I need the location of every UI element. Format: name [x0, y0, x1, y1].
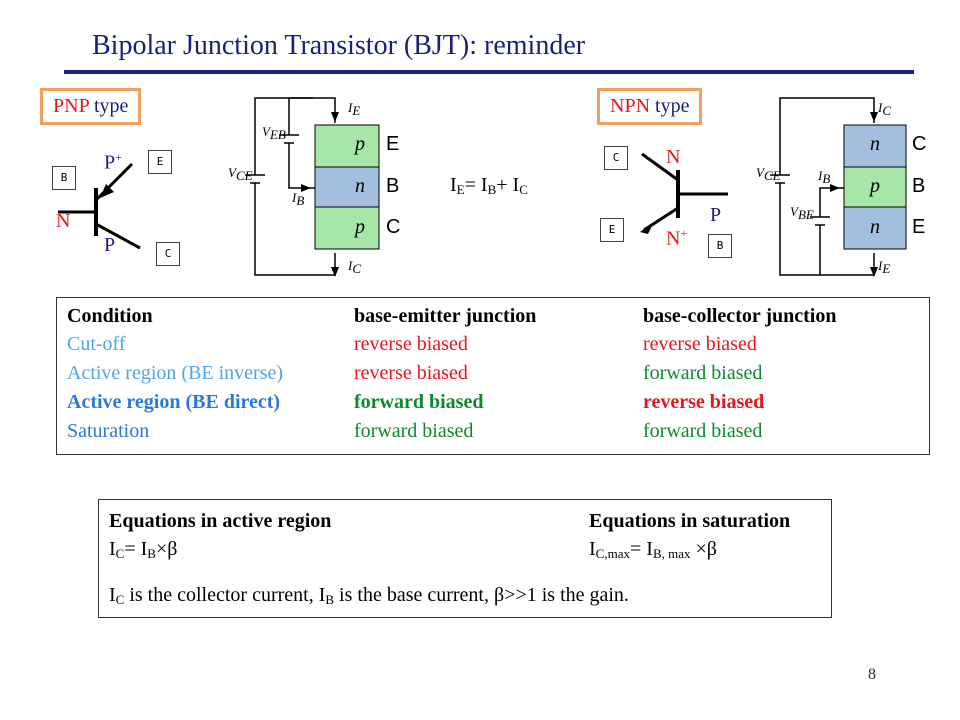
pnp-box-e: E: [148, 150, 172, 174]
pnp-symbol-top: P+: [104, 150, 122, 175]
header-bc-junction: base-collector junction: [643, 305, 837, 327]
current-relation: IE= IB+ IC: [450, 174, 528, 197]
npn-term-e: E: [912, 216, 926, 238]
npn-type-label: NPN type: [597, 88, 703, 125]
active-equation: IC= IB×β: [109, 538, 178, 561]
cell-condition: Saturation: [67, 420, 150, 442]
title-underline: [64, 70, 914, 74]
npn-symbol-bottom: N+: [666, 226, 687, 251]
pnp-p-top: P: [104, 151, 116, 174]
cell-condition: Active region (BE inverse): [67, 362, 284, 384]
saturation-heading: Equations in saturation: [589, 510, 791, 532]
npn-suffix: type: [650, 95, 690, 117]
conditions-table: Condition base-emitter junction base-col…: [56, 297, 930, 455]
npn-layer-3: n: [870, 216, 880, 238]
pnp-transistor-symbol: [58, 162, 141, 250]
npn-symbol-top: N: [666, 146, 681, 168]
npn-circuit-diagram: [770, 97, 907, 277]
pnp-circuit-diagram: [245, 97, 380, 277]
saturation-equation: IC,max= IB, max ×β: [589, 538, 717, 561]
pnp-ic-label: IC: [348, 258, 362, 276]
pnp-box-b: B: [52, 166, 76, 190]
npn-symbol-right: P: [710, 204, 722, 226]
cell-be: reverse biased: [354, 333, 468, 355]
npn-box-e: E: [600, 218, 624, 242]
pnp-suffix: type: [88, 95, 129, 117]
pnp-term-b: B: [386, 175, 400, 197]
cell-be: reverse biased: [354, 362, 468, 384]
pnp-ib-label: IB: [292, 190, 305, 208]
pnp-layer-2: n: [355, 175, 365, 197]
npn-prefix: NPN: [610, 95, 651, 117]
pnp-veb-label: VEB: [262, 124, 286, 142]
npn-vbe-label: VBE: [790, 204, 814, 222]
cell-bc: forward biased: [643, 420, 763, 442]
header-condition: Condition: [67, 305, 153, 327]
pnp-vce-label: VCE: [228, 165, 253, 183]
cell-be: forward biased: [354, 420, 474, 442]
npn-ic-label: IC: [878, 100, 892, 118]
pnp-type-label: PNP type: [40, 88, 142, 125]
pnp-box-c: C: [156, 242, 180, 266]
npn-vce-label: VCE: [756, 165, 781, 183]
cell-bc: forward biased: [643, 362, 763, 384]
header-be-junction: base-emitter junction: [354, 305, 537, 327]
pnp-term-e: E: [386, 133, 400, 155]
pnp-ie-label: IE: [348, 100, 361, 118]
pnp-symbol-left: N: [56, 210, 71, 232]
npn-term-b: B: [912, 175, 926, 197]
npn-term-c: C: [912, 133, 927, 155]
npn-layer-2: p: [870, 175, 880, 197]
pnp-prefix: PNP: [53, 95, 89, 117]
page-title: Bipolar Junction Transistor (BJT): remin…: [92, 30, 586, 61]
pnp-term-c: C: [386, 216, 401, 238]
npn-transistor-symbol: [640, 152, 728, 234]
equations-note: IC is the collector current, IB is the b…: [109, 584, 629, 607]
cell-condition: Cut-off: [67, 333, 126, 355]
pnp-layer-1: p: [355, 133, 365, 155]
pnp-symbol-bottom: P: [104, 234, 116, 256]
npn-n-bottom-sup: +: [680, 226, 688, 240]
npn-box-b: B: [708, 234, 732, 258]
npn-box-c: C: [604, 146, 628, 170]
npn-ib-label: IB: [818, 168, 831, 186]
npn-layer-1: n: [870, 133, 880, 155]
cell-condition: Active region (BE direct): [67, 391, 281, 413]
active-heading: Equations in active region: [109, 510, 332, 532]
pnp-p-top-sup: +: [115, 150, 122, 164]
equations-box: Equations in active region Equations in …: [98, 499, 832, 618]
npn-n-bottom: N: [666, 227, 681, 250]
cell-bc: reverse biased: [643, 333, 757, 355]
page-number: 8: [868, 666, 876, 683]
cell-bc: reverse biased: [643, 391, 765, 413]
npn-ie-label: IE: [878, 258, 891, 276]
pnp-layer-3: p: [355, 216, 365, 238]
cell-be: forward biased: [354, 391, 484, 413]
